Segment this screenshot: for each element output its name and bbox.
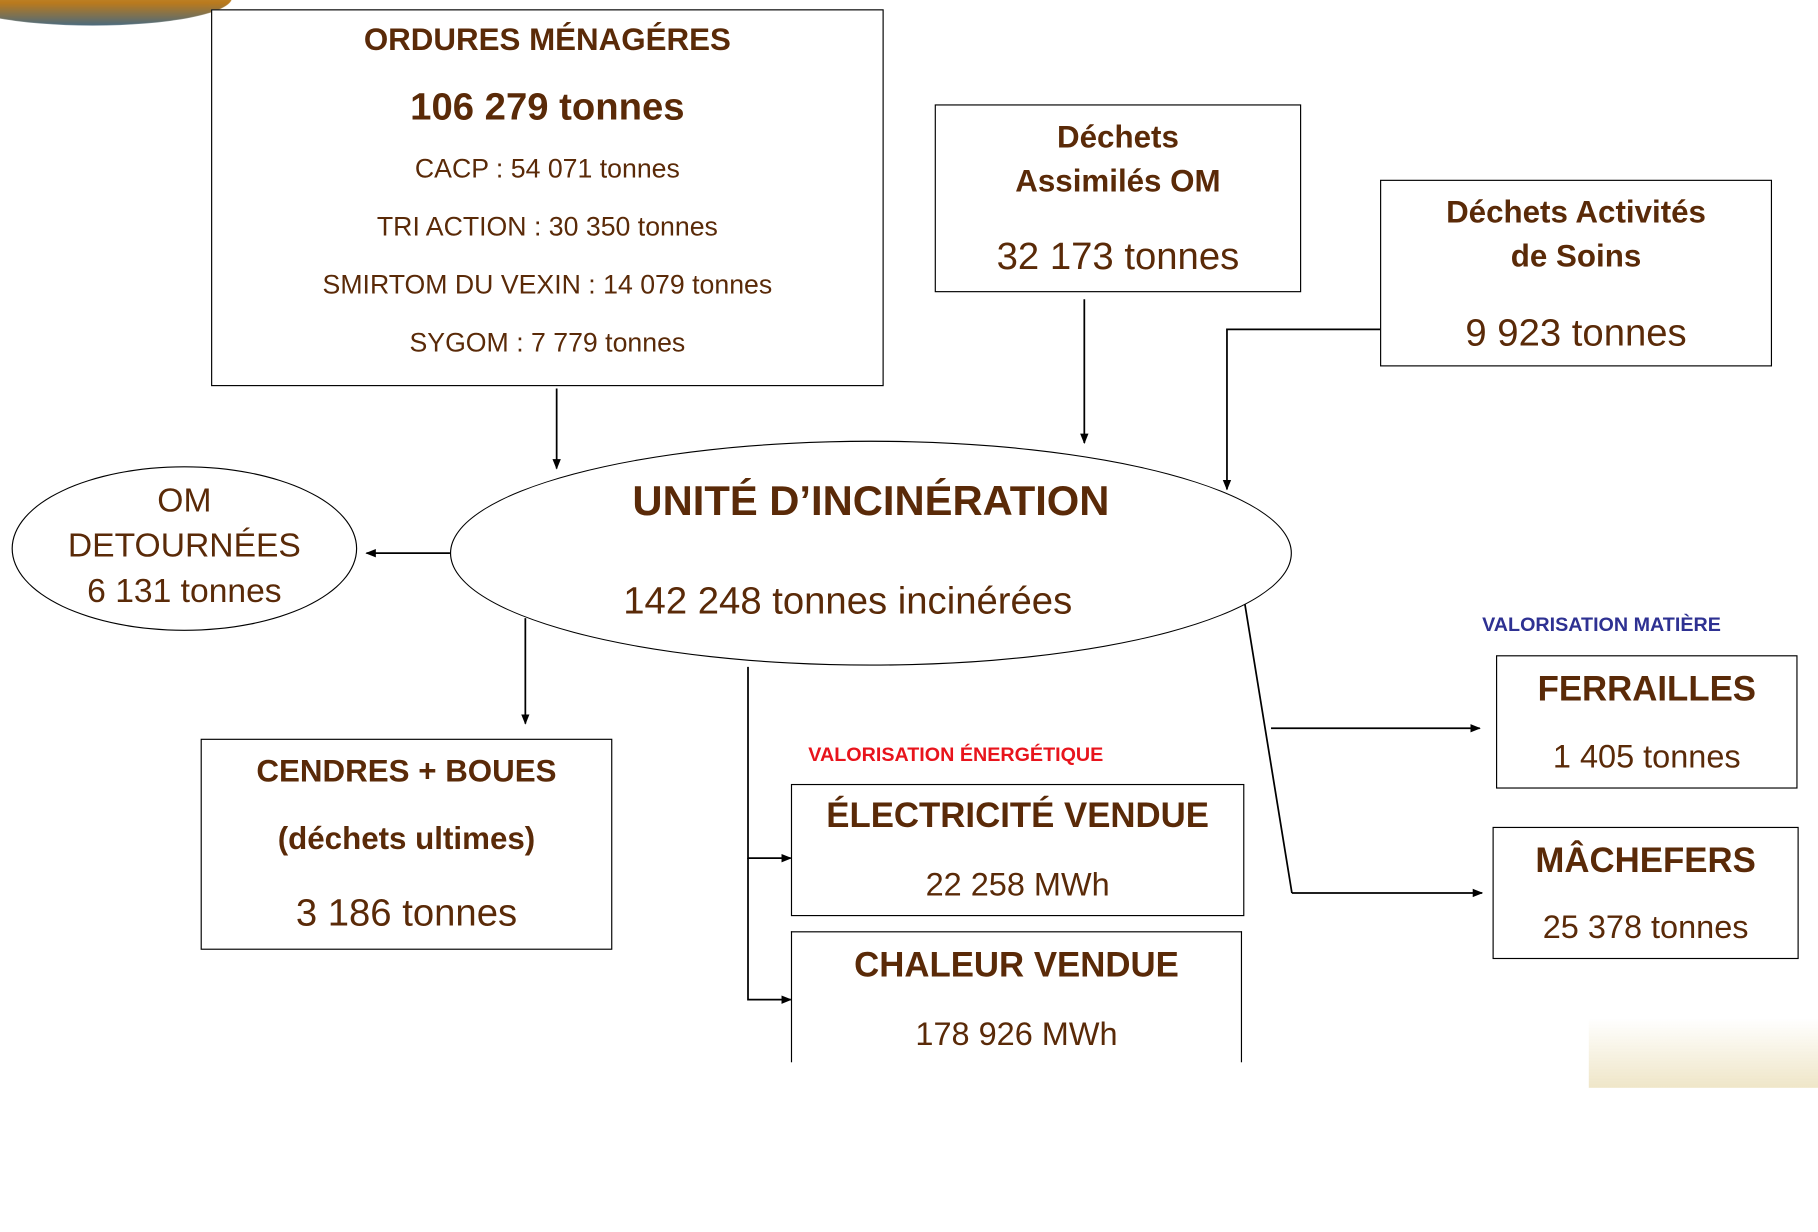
cendres-boues-box: CENDRES + BOUES (déchets ultimes) 3 186 … [200, 738, 613, 950]
machefers-value: 25 378 tonnes [1542, 909, 1749, 946]
cendres-subtitle: (déchets ultimes) [277, 821, 536, 856]
machefers-box: MÂCHEFERS 25 378 tonnes [1492, 826, 1799, 960]
detournees-line1: OM [157, 482, 212, 520]
chaleur-vendue-box: CHALEUR VENDUE 178 926 MWh [790, 931, 1243, 1063]
om-detournees-ellipse: OM DETOURNÉES 6 131 tonnes [11, 466, 358, 631]
arrow-unite-to-chaleur [747, 858, 792, 1004]
electricite-title: ÉLECTRICITÉ VENDUE [826, 796, 1210, 835]
detournees-value: 6 131 tonnes [87, 572, 282, 611]
arrow-unite-to-electricite [747, 666, 792, 863]
ferrailles-title: FERRAILLES [1537, 670, 1756, 709]
soins-line1: Déchets Activités [1446, 194, 1706, 230]
electricite-vendue-box: ÉLECTRICITÉ VENDUE 22 258 MWh [790, 783, 1245, 917]
detournees-line2: DETOURNÉES [67, 527, 301, 565]
unite-title: UNITÉ D’INCINÉRATION [632, 476, 1110, 525]
arrow-soins-to-unite [1222, 328, 1389, 491]
assimiles-line2: Assimilés OM [1015, 163, 1221, 199]
ordures-menageres-box: ORDURES MÉNAGÉRES 106 279 tonnes CACP : … [211, 9, 884, 387]
line-unite-branch [1242, 593, 1293, 894]
assimiles-value: 32 173 tonnes [996, 234, 1240, 278]
chaleur-value: 178 926 MWh [915, 1015, 1118, 1052]
soins-line2: de Soins [1510, 238, 1642, 274]
ordures-line: CACP : 54 071 tonnes [414, 153, 680, 184]
dechets-soins-box: Déchets Activités de Soins 9 923 tonnes [1380, 179, 1773, 367]
electricite-value: 22 258 MWh [925, 866, 1110, 903]
cendres-title: CENDRES + BOUES [256, 753, 557, 789]
ferrailles-box: FERRAILLES 1 405 tonnes [1496, 655, 1798, 789]
soins-value: 9 923 tonnes [1465, 310, 1687, 354]
ordures-line: SYGOM : 7 779 tonnes [409, 327, 686, 358]
assimiles-line1: Déchets [1057, 119, 1179, 155]
chaleur-title: CHALEUR VENDUE [854, 946, 1179, 985]
ferrailles-value: 1 405 tonnes [1552, 738, 1741, 775]
unite-value: 142 248 tonnes incinérées [623, 578, 1073, 622]
machefers-title: MÂCHEFERS [1535, 841, 1756, 881]
ordures-total: 106 279 tonnes [410, 84, 685, 128]
ordures-title: ORDURES MÉNAGÉRES [363, 22, 731, 57]
ordures-line: SMIRTOM DU VEXIN : 14 079 tonnes [322, 269, 773, 300]
dechets-assimiles-box: Déchets Assimilés OM 32 173 tonnes [934, 104, 1302, 293]
valorisation-matiere-label: VALORISATION MATIÈRE [1482, 613, 1721, 636]
connector-lines [365, 299, 1484, 1004]
valorisation-energetique-label: VALORISATION ÉNERGÉTIQUE [808, 743, 1104, 766]
ordures-line: TRI ACTION : 30 350 tonnes [376, 211, 718, 242]
cendres-value: 3 186 tonnes [295, 890, 518, 934]
unite-incineration-ellipse: UNITÉ D’INCINÉRATION 142 248 tonnes inci… [449, 440, 1292, 666]
